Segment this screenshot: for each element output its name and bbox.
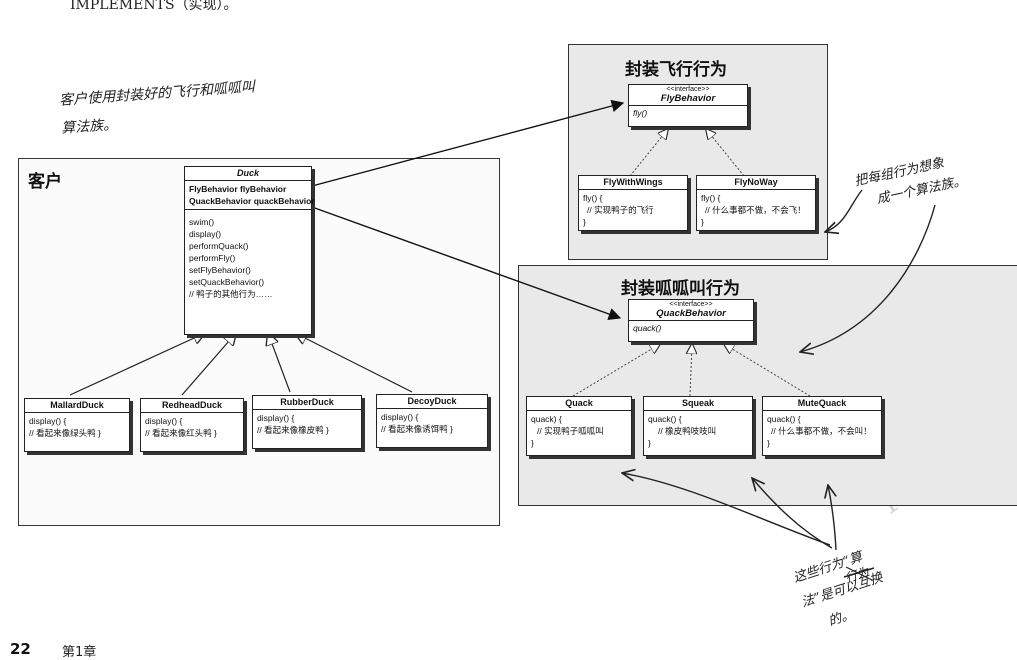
code-line: } [648, 438, 651, 448]
class-body: display() { // 看起来像诱饵鸭 } [377, 409, 487, 447]
class-name: Squeak [644, 397, 752, 411]
code-line: // 看起来像绿头鸭 } [29, 428, 101, 438]
duck-method: swim() [189, 217, 215, 227]
code-line: display() { [145, 416, 183, 426]
code-line: display() { [29, 416, 67, 426]
code-line: quack() { [767, 414, 801, 424]
class-name: FlyNoWay [697, 176, 815, 190]
top-cutoff-text: IMPLEMENTS（实现）。 [70, 0, 238, 13]
duck-method: setQuackBehavior() [189, 277, 265, 287]
interface-method: quack() [633, 323, 662, 333]
class-name: FlyWithWings [579, 176, 687, 190]
decoy-duck-box: DecoyDuck display() { // 看起来像诱饵鸭 } [376, 394, 488, 448]
code-line: display() { [381, 412, 419, 422]
interface-method: fly() [633, 108, 648, 118]
code-line: // 实现鸭子的飞行 [587, 205, 654, 215]
duck-method: display() [189, 229, 222, 239]
duck-method: // 鸭子的其他行为…… [189, 289, 273, 299]
code-line: } [583, 217, 586, 227]
class-body: display() { // 看起来像红头鸭 } [141, 413, 243, 451]
chapter-label: 第1章 [62, 645, 97, 660]
class-name: RubberDuck [253, 396, 361, 410]
duck-class-name: Duck [185, 167, 311, 181]
code-line: fly() { [583, 193, 603, 203]
client-region-title: 客户 [28, 172, 62, 192]
class-body: fly() { // 什么事都不做，不会飞！ } [697, 190, 815, 230]
code-line: // 看起来像橡皮鸭 } [257, 425, 329, 435]
class-body: quack) { // 实现鸭子呱呱叫 } [527, 411, 631, 455]
squeak-class-box: Squeak quack() { // 橡皮鸭吱吱叫 } [643, 396, 753, 456]
stereotype: <<interface>> [669, 301, 713, 308]
rubber-duck-box: RubberDuck display() { // 看起来像橡皮鸭 } [252, 395, 362, 449]
stereotype: <<interface>> [666, 86, 710, 93]
class-body: display() { // 看起来像橡皮鸭 } [253, 410, 361, 448]
code-line: // 橡皮鸭吱吱叫 [658, 426, 717, 436]
fly-region-title: 封装飞行行为 [625, 60, 727, 80]
interface-name: FlyBehavior [629, 93, 747, 106]
code-line: fly() { [701, 193, 721, 203]
class-name: MuteQuack [763, 397, 881, 411]
duck-method: performQuack() [189, 241, 249, 251]
fly-with-wings-box: FlyWithWings fly() { // 实现鸭子的飞行 } [578, 175, 688, 231]
mute-quack-class-box: MuteQuack quack() { // 什么事都不做，不会叫！ } [762, 396, 882, 456]
class-body: quack() { // 什么事都不做，不会叫！ } [763, 411, 881, 455]
redhead-duck-box: RedheadDuck display() { // 看起来像红头鸭 } [140, 398, 244, 452]
client-region: 客户 [18, 158, 500, 526]
class-body: quack() { // 橡皮鸭吱吱叫 } [644, 411, 752, 455]
code-line: } [531, 438, 534, 448]
code-line: // 看起来像诱饵鸭 } [381, 424, 453, 434]
code-line: quack() { [648, 414, 682, 424]
code-line: quack) { [531, 414, 562, 424]
interface-name: QuackBehavior [629, 308, 753, 321]
class-name: MallardDuck [25, 399, 129, 413]
code-line: } [701, 217, 704, 227]
code-line: display() { [257, 413, 295, 423]
quack-behavior-region: 封装呱呱叫行为 [518, 265, 1017, 506]
code-line: } [767, 438, 770, 448]
quack-region-title: 封装呱呱叫行为 [621, 279, 740, 299]
fly-no-way-box: FlyNoWay fly() { // 什么事都不做，不会飞！ } [696, 175, 816, 231]
class-body: display() { // 看起来像绿头鸭 } [25, 413, 129, 451]
page-number: 22 [10, 640, 31, 658]
duck-field: QuackBehavior quackBehavior [189, 196, 315, 206]
quack-class-box: Quack quack) { // 实现鸭子呱呱叫 } [526, 396, 632, 456]
duck-method: performFly() [189, 253, 236, 263]
code-line: // 看起来像红头鸭 } [145, 428, 217, 438]
duck-methods: swim() display() performQuack() performF… [185, 210, 311, 334]
duck-method: setFlyBehavior() [189, 265, 251, 275]
class-body: fly() { // 实现鸭子的飞行 } [579, 190, 687, 230]
code-line: // 什么事都不做，不会飞！ [705, 205, 806, 215]
quack-behavior-interface-box: <<interface>> QuackBehavior quack() [628, 299, 754, 342]
class-name: DecoyDuck [377, 395, 487, 409]
duck-field: FlyBehavior flyBehavior [189, 184, 287, 194]
mallard-duck-box: MallardDuck display() { // 看起来像绿头鸭 } [24, 398, 130, 452]
class-name: Quack [527, 397, 631, 411]
fly-behavior-interface-box: <<interface>> FlyBehavior fly() [628, 84, 748, 127]
class-name: RedheadDuck [141, 399, 243, 413]
duck-class-box: Duck FlyBehavior flyBehavior QuackBehavi… [184, 166, 315, 335]
code-line: // 实现鸭子呱呱叫 [537, 426, 604, 436]
duck-fields: FlyBehavior flyBehavior QuackBehavior qu… [185, 181, 315, 210]
code-line: // 什么事都不做，不会叫！ [771, 426, 872, 436]
